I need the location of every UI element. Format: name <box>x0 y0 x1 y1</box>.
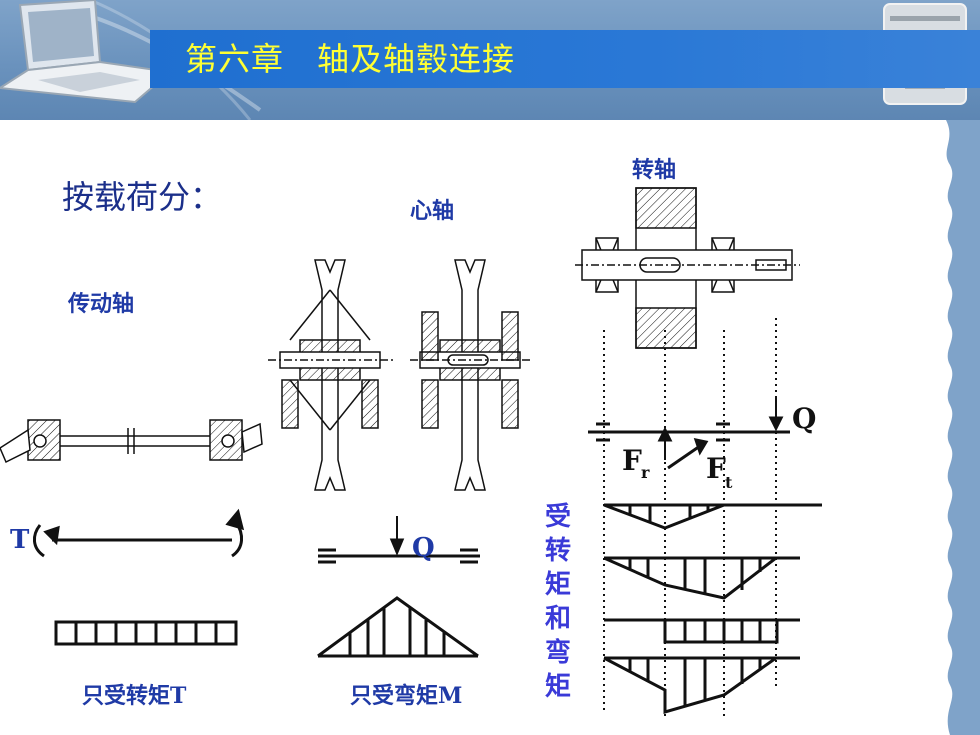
bending-diagram <box>317 516 480 658</box>
slide-title: 第六章 轴及轴毂连接 <box>185 40 516 78</box>
spindle-drawing-left <box>268 259 395 491</box>
caption-torque-and-bending: 受转矩和弯矩 <box>545 502 572 702</box>
symbol-ft: F <box>706 452 726 485</box>
heading: 按载荷分： <box>62 178 223 216</box>
rotating-shaft-moment-diagrams <box>603 503 822 714</box>
right-edge-decoration <box>940 120 980 735</box>
rotating-shaft-drawing <box>575 187 800 349</box>
symbol-torque: T <box>10 525 30 555</box>
caption-torque-only: 只受转矩T <box>82 683 187 709</box>
spindle-drawing-right <box>410 259 530 491</box>
symbol-ft-subscript: t <box>725 473 733 492</box>
torque-diagram <box>33 508 245 646</box>
caption-bending-only: 只受弯矩M <box>350 683 463 709</box>
symbol-q-rotating: Q <box>792 402 816 435</box>
title-bar <box>150 30 980 88</box>
symbol-fr-subscript: r <box>641 463 650 482</box>
label-rotating-shaft: 转轴 <box>632 157 677 183</box>
drive-shaft-drawing <box>0 419 263 464</box>
symbol-fr: F <box>622 444 642 477</box>
label-spindle: 心轴 <box>410 198 455 224</box>
label-drive-shaft: 传动轴 <box>68 291 135 317</box>
symbol-q-spindle: Q <box>412 533 435 563</box>
laptop-icon <box>0 0 173 104</box>
shaft-load-diagram <box>588 398 790 470</box>
